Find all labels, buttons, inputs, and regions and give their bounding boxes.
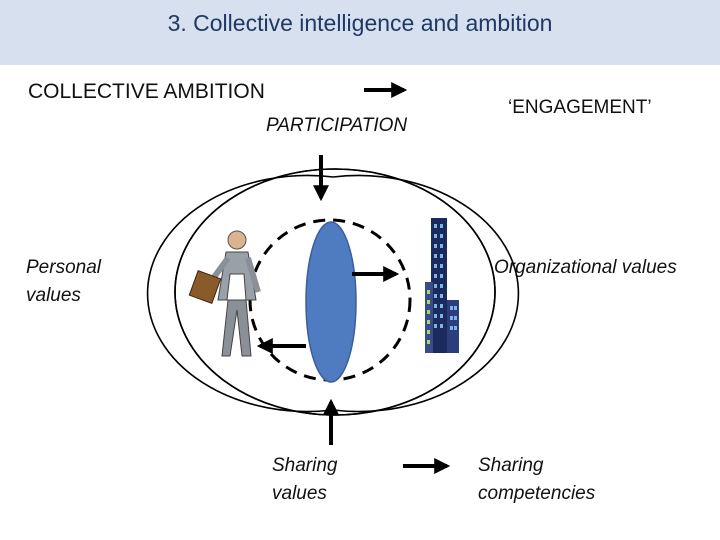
- right-circle: [332, 174, 520, 413]
- personal-values-label-line2: values: [26, 285, 81, 306]
- center-ellipse: [305, 221, 357, 383]
- personal-values-label-line1: Personal: [26, 257, 101, 278]
- organizational-values-circle: [174, 168, 496, 416]
- sharing-values-label-line1: Sharing: [272, 455, 338, 476]
- businessman-icon: [188, 230, 261, 357]
- organizational-values-label: Organizational values: [494, 257, 677, 278]
- participation-label: PARTICIPATION: [266, 115, 408, 136]
- engagement-label: ‘ENGAGEMENT’: [508, 97, 652, 118]
- office-building-icon: [425, 218, 459, 353]
- sharing-competencies-label-line2: competencies: [478, 483, 596, 504]
- sharing-competencies-label-line1: Sharing: [478, 455, 544, 476]
- collective-ambition-label: COLLECTIVE AMBITION: [28, 80, 265, 103]
- title-bar: [0, 0, 720, 65]
- sharing-values-label-line2: values: [272, 483, 327, 504]
- left-circle: [146, 174, 334, 413]
- page-title: 3. Collective intelligence and ambition: [167, 10, 553, 36]
